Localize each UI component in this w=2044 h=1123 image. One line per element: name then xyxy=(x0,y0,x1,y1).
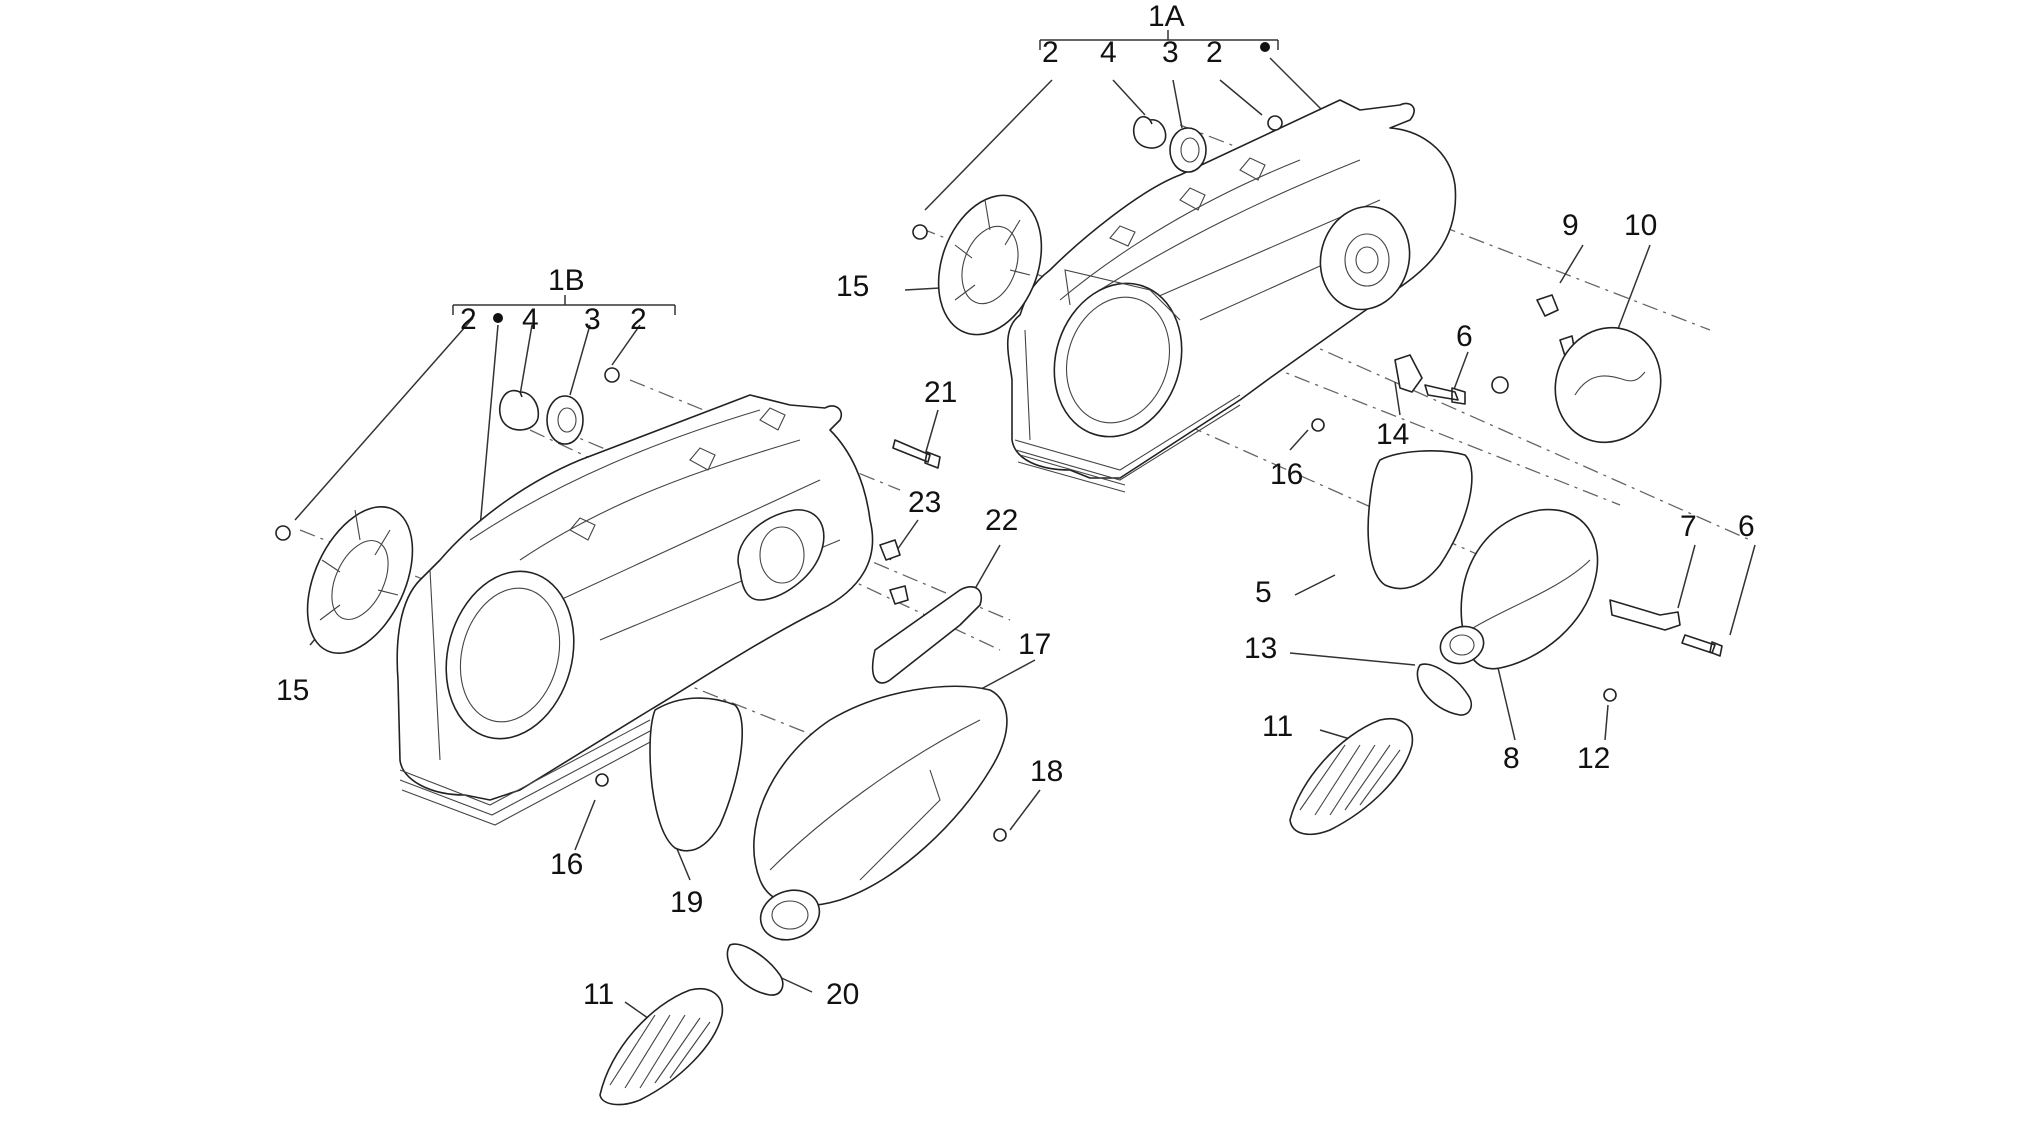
callout-11-left: 11 xyxy=(583,978,615,1011)
screw-16-right xyxy=(1311,418,1325,432)
gasket-5 xyxy=(1367,450,1473,590)
dowel-pin-1b-right xyxy=(604,367,620,383)
intake-sleeve-11-right xyxy=(1289,718,1414,836)
callout-22: 22 xyxy=(985,504,1019,537)
screw-6-top xyxy=(1424,384,1466,405)
screw-6-right xyxy=(1681,634,1723,657)
callout-8: 8 xyxy=(1503,742,1520,775)
callout-12: 12 xyxy=(1577,742,1611,775)
vespa-plate-22 xyxy=(871,586,982,684)
screw-21 xyxy=(892,439,941,469)
screw-18 xyxy=(993,828,1007,842)
group-bracket-1b xyxy=(452,295,676,315)
bearing-1b xyxy=(546,395,584,445)
circlip-1b xyxy=(498,389,540,431)
circlip-1a xyxy=(1132,115,1167,149)
callout-2-dowel-1a-left: 2 xyxy=(1042,36,1059,69)
callout-15-left: 15 xyxy=(276,674,310,707)
dowel-pin-1b-left xyxy=(275,525,291,541)
gasket-19 xyxy=(649,697,744,852)
callout-2-dowel-1b-left: 2 xyxy=(460,303,477,336)
callout-15-right: 15 xyxy=(836,270,870,303)
callout-17: 17 xyxy=(1018,628,1052,661)
callout-4-circlip-1b: 4 xyxy=(522,303,539,336)
callout-9: 9 xyxy=(1562,209,1579,242)
callout-6-top: 6 xyxy=(1456,320,1473,353)
washer-23 xyxy=(879,539,901,561)
callout-13: 13 xyxy=(1244,632,1278,665)
clamp-13 xyxy=(1416,663,1472,716)
cable-clip-14 xyxy=(1394,354,1423,393)
dowel-pin-1a-right xyxy=(1267,115,1283,131)
callout-5: 5 xyxy=(1255,576,1272,609)
clip-9 xyxy=(1536,294,1559,317)
screw-12 xyxy=(1603,688,1617,702)
standalone-part-dot-1b xyxy=(493,313,503,323)
bearing-1a xyxy=(1169,127,1207,173)
crankcase-cover-1a xyxy=(1006,99,1457,493)
group-label-1a: 1A xyxy=(1148,0,1185,33)
dowel-pin-1a-left xyxy=(912,224,928,240)
callout-21: 21 xyxy=(924,376,958,409)
air-cover-17 xyxy=(753,685,1008,941)
callout-14: 14 xyxy=(1376,418,1410,451)
callout-18: 18 xyxy=(1030,755,1064,788)
callout-7: 7 xyxy=(1680,510,1697,543)
screw-16-left xyxy=(595,773,609,787)
clamp-20 xyxy=(726,943,784,996)
callout-20: 20 xyxy=(826,978,860,1011)
intake-sleeve-11-left xyxy=(599,988,724,1106)
callout-16-left: 16 xyxy=(550,848,584,881)
air-cover-8 xyxy=(1439,508,1599,670)
washer-23b xyxy=(889,585,909,605)
standalone-part-dot-1a xyxy=(1260,42,1270,52)
nut-14 xyxy=(1491,376,1509,394)
group-bracket-1a xyxy=(1039,30,1279,50)
callout-16-right: 16 xyxy=(1270,458,1304,491)
callout-10: 10 xyxy=(1624,209,1658,242)
callout-3-bearing-1a: 3 xyxy=(1162,36,1179,69)
inspection-cover-1a xyxy=(937,194,1043,336)
callout-23: 23 xyxy=(908,486,942,519)
bracket-7 xyxy=(1609,599,1681,631)
vespa-badge-10 xyxy=(1554,326,1662,444)
callout-3-bearing-1b: 3 xyxy=(584,303,601,336)
inspection-cover-1b xyxy=(306,505,414,655)
callout-2-dowel-1a-right: 2 xyxy=(1206,36,1223,69)
group-label-1b: 1B xyxy=(548,264,585,297)
callout-4-circlip-1a: 4 xyxy=(1100,36,1117,69)
callout-6-right: 6 xyxy=(1738,510,1755,543)
callout-2-dowel-1b-right: 2 xyxy=(630,303,647,336)
callout-19: 19 xyxy=(670,886,704,919)
crankcase-cover-1b xyxy=(396,394,874,826)
callout-11-right: 11 xyxy=(1262,710,1294,743)
